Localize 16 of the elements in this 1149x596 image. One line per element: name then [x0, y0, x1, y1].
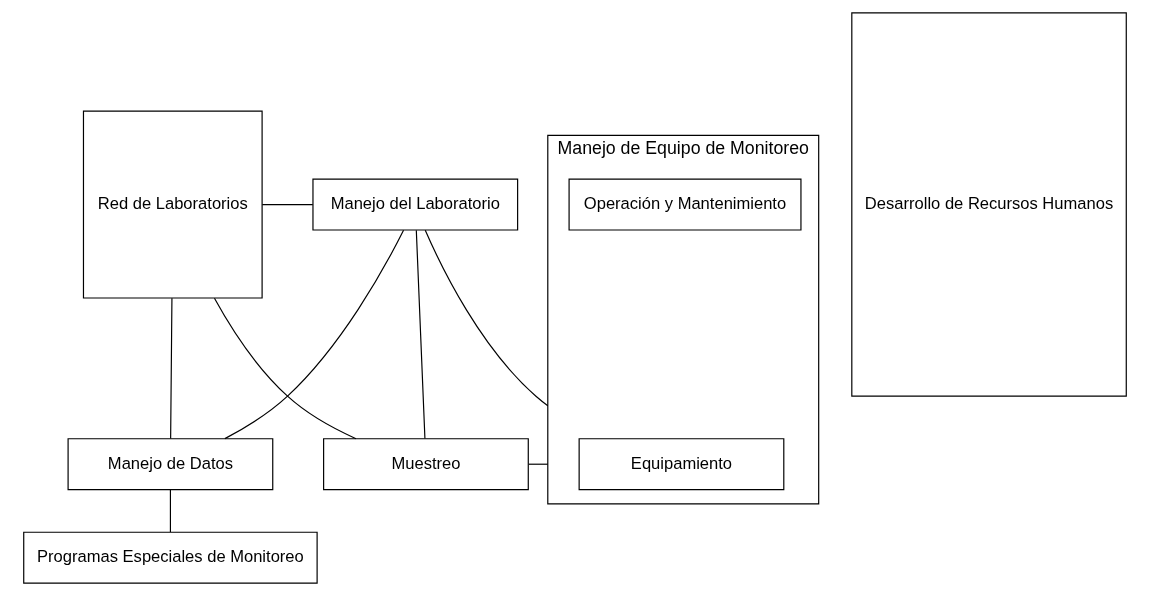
node-box: Manejo del Laboratorio	[311, 178, 518, 231]
node-box: Muestreo	[322, 438, 529, 491]
node-box: Operación y Mantenimiento	[568, 178, 802, 231]
node-box: Desarrollo de Recursos Humanos	[850, 12, 1127, 397]
connector	[223, 229, 404, 440]
connector	[415, 229, 425, 439]
node-box: Red de Laboratorios	[82, 110, 263, 299]
connector	[527, 463, 548, 465]
connector	[424, 229, 548, 407]
connector	[169, 297, 173, 440]
connector	[261, 203, 313, 206]
node-box: Programas Especiales de Monitoreo	[22, 531, 318, 584]
node-box: Manejo de Datos	[67, 438, 273, 491]
node-box: Equipamiento	[578, 438, 784, 491]
connector	[169, 489, 171, 533]
connector	[213, 297, 357, 440]
